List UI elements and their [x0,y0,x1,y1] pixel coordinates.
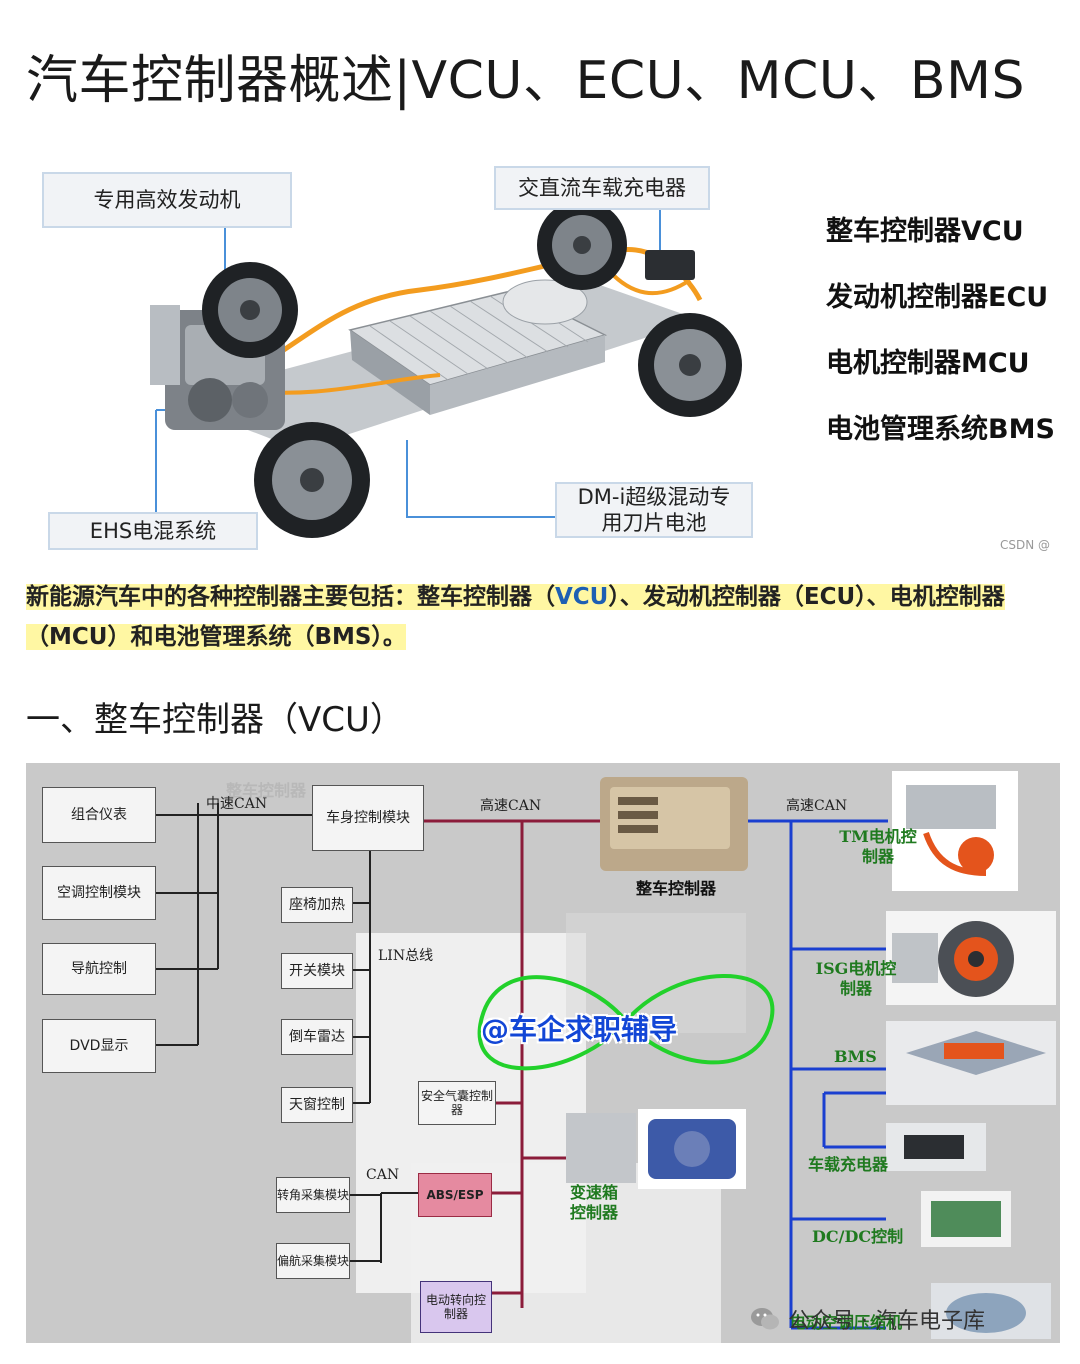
box-sunroof-control: 天窗控制 [281,1087,353,1123]
controller-ecu: 发动机控制器ECU [826,282,1049,313]
intro-text-1: 新能源汽车中的各种控制器主要包括：整车控制器（ [26,584,555,610]
box-dvd-display: DVD显示 [42,1019,156,1073]
box-eps-controller: 电动转向控制器 [420,1281,492,1333]
callout-charger: 交直流车载充电器 [494,166,710,210]
box-reverse-radar: 倒车雷达 [281,1019,353,1055]
box-instrument-cluster: 组合仪表 [42,787,156,843]
label-bms: BMS [834,1047,877,1066]
label-mid-can: 中速CAN [206,796,268,812]
label-high-can-left: 高速CAN [480,798,542,814]
callout-battery-line2: 用刀片电池 [601,511,707,535]
label-onboard-charger: 车载充电器 [808,1155,889,1174]
box-abs-esp: ABS/ESP [418,1173,492,1217]
box-airbag-controller: 安全气囊控制器 [418,1081,496,1125]
vcu-network-diagram: 整车控制器 组合仪表 空调控制模块 导航控制 DVD显示 车身控制模块 座椅加热… [26,763,1060,1343]
box-seat-heating: 座椅加热 [281,887,353,923]
label-lin-bus: LIN总线 [378,948,434,964]
box-navigation: 导航控制 [42,943,156,995]
label-vcu: 整车控制器 [636,879,717,898]
callout-engine: 专用高效发动机 [42,172,292,228]
controller-vcu: 整车控制器VCU [826,216,1024,247]
label-ac-compressor: 电动空调压缩机 [790,1313,903,1332]
controller-bms: 电池管理系统BMS [826,414,1055,445]
box-body-control-module: 车身控制模块 [312,785,424,851]
box-switch-module: 开关模块 [281,953,353,989]
label-tcu: 变速箱控制器 [569,1183,618,1222]
label-tm-controller: TM电机控制器 [839,827,917,866]
footer-account-name: 公众号 · 汽车电子库 [788,1309,985,1334]
vehicle-figure: 专用高效发动机 交直流车载充电器 DM-i超级混动专 用刀片电池 EHS电混系统… [0,150,1080,552]
intro-vcu-acronym: VCU [555,584,609,610]
ghost-text: 整车控制器 [226,781,307,800]
account-watermark: @车企求职辅导 [481,1013,678,1046]
box-yaw-sensor: 偏航采集模块 [276,1243,350,1279]
wechat-footer: 公众号 · 汽车电子库 [750,1303,985,1335]
article-title: 汽车控制器概述|VCU、ECU、MCU、BMS [26,51,1025,111]
wechat-icon [751,1308,779,1330]
label-dcdc: DC/DC控制 [812,1227,904,1246]
source-watermark: CSDN @ [1000,538,1051,552]
section-heading-vcu: 一、整车控制器（VCU） [26,700,404,740]
callout-ehs: EHS电混系统 [48,512,258,550]
label-isg-controller: ISG电机控制器 [815,959,897,998]
label-can: CAN [366,1167,400,1183]
vehicle-chassis-illustration [150,200,742,538]
callout-battery: DM-i超级混动专 用刀片电池 [555,482,753,538]
callout-battery-line1: DM-i超级混动专 [577,484,731,509]
controller-list: 整车控制器VCU 发动机控制器ECU 电机控制器MCU 电池管理系统BMS [826,216,1055,480]
label-high-can-right: 高速CAN [786,798,848,814]
intro-paragraph: 新能源汽车中的各种控制器主要包括：整车控制器（VCU）、发动机控制器（ECU）、… [26,577,1061,657]
controller-mcu: 电机控制器MCU [826,348,1030,379]
box-ac-control: 空调控制模块 [42,866,156,920]
intro-text-2: ）、发动机控制器（ECU）、电机控制器（MCU）和电池管理系统（BMS）。 [26,584,1005,650]
box-steering-angle-sensor: 转角采集模块 [276,1177,350,1213]
